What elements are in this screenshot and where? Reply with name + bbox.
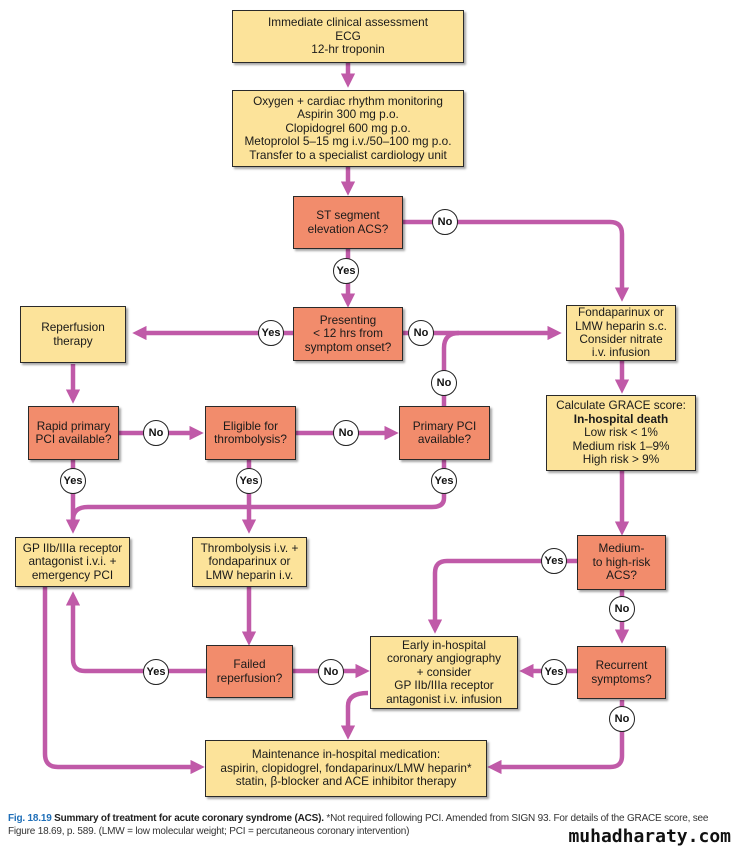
node-text-line: Failed: [233, 657, 266, 672]
badge-primarypci-no: No: [431, 370, 457, 396]
node-text-line: Maintenance in-hospital medication:: [251, 747, 441, 762]
node-text-line: Medium-: [598, 541, 645, 556]
node-text-line: Presenting: [319, 312, 377, 327]
node-text-line: Aspirin 300 mg p.o.: [297, 107, 399, 122]
node-text-line: elevation ACS?: [307, 221, 389, 236]
badge-st-no: No: [432, 209, 458, 235]
node-text-line: + consider: [416, 664, 472, 679]
badge-failed-no: No: [318, 659, 344, 685]
edge-primarypci-no-merge: [441, 330, 460, 406]
node-text-line: therapy: [53, 333, 93, 348]
badge-medium-yes: Yes: [541, 548, 567, 574]
node-text-line: i.v. infusion: [591, 345, 651, 360]
node-text-line: < 12 hrs from: [313, 326, 383, 341]
node-text-line: Thrombolysis i.v. +: [200, 540, 299, 555]
node-maintenance: Maintenance in-hospital medication:aspir…: [205, 740, 487, 797]
badge-eligible-no: No: [333, 420, 359, 446]
node-text-line: antagonist i.v.i. +: [28, 554, 117, 569]
node-text-line: Immediate clinical assessment: [268, 15, 428, 30]
node-text-line: GP IIb/IIIa receptor: [22, 540, 123, 555]
node-text-line: Low risk < 1%: [584, 425, 658, 440]
badge-medium-no: No: [609, 596, 635, 622]
badge-eligible-yes: Yes: [236, 468, 262, 494]
node-text-line: Calculate GRACE score:: [556, 398, 686, 413]
node-text-line: 12-hr troponin: [311, 42, 385, 57]
node-text-line: Eligible for: [222, 418, 279, 433]
edge-angio-maintenance: [340, 690, 369, 740]
node-text-line: In-hospital death: [573, 411, 669, 426]
badge-presenting-no: No: [408, 320, 434, 346]
node-text-line: Reperfusion: [41, 320, 105, 335]
node-text-line: GP IIb/IIIa receptor: [394, 678, 494, 693]
badge-presenting-yes: Yes: [258, 320, 284, 346]
node-text-line: Primary PCI: [412, 418, 477, 433]
node-text-line: Recurrent: [595, 658, 648, 673]
node-text-line: aspirin, clopidogrel, fondaparinux/LMW h…: [220, 760, 472, 775]
node-text-line: to high-risk: [592, 554, 651, 569]
node-text-line: ECG: [335, 28, 361, 43]
node-text-line: Transfer to a specialist cardiology unit: [249, 147, 447, 162]
figure-number: Fig. 18.19: [8, 813, 52, 824]
node-text-line: available?: [417, 432, 472, 446]
node-text-line: fondaparinux or: [208, 554, 291, 569]
edge-failed-yes-gp: [65, 591, 206, 674]
edge-recurrent-no-maintenance: [487, 700, 625, 775]
node-text-line: LMW heparin i.v.: [205, 567, 294, 582]
node-text-line: LMW heparin s.c.: [575, 318, 667, 333]
node-text-line: Early in-hospital: [402, 637, 486, 652]
figure-caption: Fig. 18.19 Summary of treatment for acut…: [8, 812, 728, 838]
node-text-line: thrombolysis?: [214, 432, 287, 446]
node-text-line: Fondaparinux or: [578, 305, 664, 320]
node-text-line: antagonist i.v. infusion: [386, 691, 502, 706]
node-text-line: Rapid primary: [36, 418, 111, 433]
edge-st-no-fondaparinux: [403, 219, 630, 302]
node-text-line: symptom onset?: [304, 339, 392, 354]
badge-rapidpci-no: No: [143, 420, 169, 446]
node-text-line: emergency PCI: [31, 567, 114, 582]
badge-recurrent-yes: Yes: [541, 659, 567, 685]
edge-medium-yes-angio: [427, 558, 577, 634]
edge-primarypci-yes-gp: [70, 460, 447, 521]
node-text-line: High risk > 9%: [582, 452, 660, 467]
watermark: muhadharaty.com: [568, 826, 731, 847]
node-text-line: Clopidogrel 600 mg p.o.: [285, 120, 411, 135]
node-text-line: coronary angiography: [386, 651, 502, 666]
node-text-line: statin, β-blocker and ACE inhibitor ther…: [235, 774, 457, 789]
badge-failed-yes: Yes: [143, 659, 169, 685]
node-text-line: Medium risk 1–9%: [572, 438, 670, 453]
node-text-line: reperfusion?: [216, 670, 283, 685]
node-text-line: Metoprolol 5–15 mg i.v./50–100 mg p.o.: [244, 134, 452, 149]
node-text-line: ACS?: [606, 568, 637, 583]
node-text-line: PCI available?: [35, 432, 112, 446]
badge-rapidpci-yes: Yes: [60, 468, 86, 494]
badge-recurrent-no: No: [609, 706, 635, 732]
node-text-line: ST segment: [316, 208, 380, 223]
badge-primarypci-yes: Yes: [431, 468, 457, 494]
figure-caption-text: *Not required following PCI. Amended fro…: [8, 813, 709, 837]
node-text-line: symptoms?: [591, 671, 652, 686]
badge-st-yes: Yes: [333, 258, 359, 284]
node-text-line: Oxygen + cardiac rhythm monitoring: [253, 93, 443, 108]
figure-title: Summary of treatment for acute coronary …: [54, 813, 324, 824]
node-text-line: Consider nitrate: [579, 332, 663, 346]
edge-gp-maintenance: [42, 587, 205, 775]
